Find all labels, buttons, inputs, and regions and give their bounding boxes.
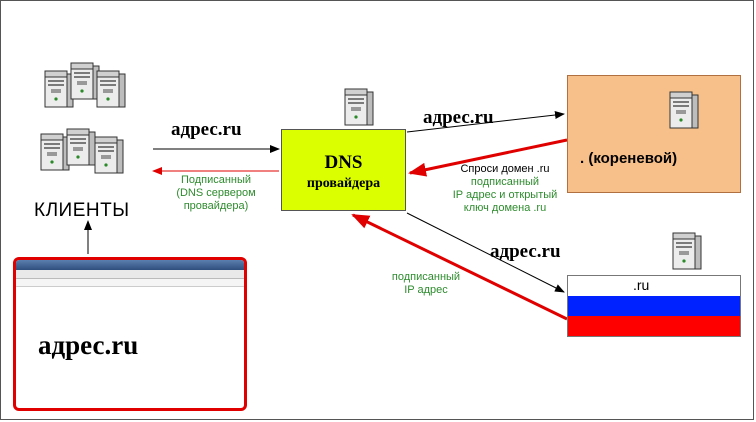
dns-signed-line2: (DNS сервером xyxy=(176,187,256,199)
dns-label: DNS xyxy=(324,152,363,173)
root-server-box: . (кореневой) xyxy=(567,75,741,193)
dns-signed-line3: провайдера) xyxy=(183,200,249,212)
ru-signed-line1: подписанный xyxy=(391,271,461,283)
browser-toolbar xyxy=(16,270,244,279)
root-response-label: Спроси домен .ru подписанный IP адрес и … xyxy=(449,163,561,215)
dns-to-ru-arrow xyxy=(406,212,565,293)
browser-window: адрес.ru xyxy=(13,257,247,411)
dns-to-ru-label: адрес.ru xyxy=(490,241,561,262)
flag-white-stripe xyxy=(568,276,740,296)
dns-to-root-arrow xyxy=(406,111,565,133)
dns-to-root-label: адрес.ru xyxy=(423,107,494,128)
ru-zone-flag xyxy=(567,275,741,337)
flag-red-stripe xyxy=(568,316,740,336)
root-response-line2: подписанный xyxy=(470,176,540,188)
dns-server-icon xyxy=(344,88,374,126)
client-request-label: адрес.ru xyxy=(171,119,242,140)
ru-zone-label: .ru xyxy=(633,277,650,293)
dns-provider-box: DNS провайдера xyxy=(281,129,406,211)
root-response-line3: IP адрес и открытый xyxy=(452,189,558,201)
ru-signed-line2: IP адрес xyxy=(404,284,448,296)
flag-blue-stripe xyxy=(568,296,740,316)
browser-title-bar xyxy=(16,260,244,270)
root-response-line4: ключ домена .ru xyxy=(463,202,547,214)
dns-provider-label: провайдера xyxy=(306,176,381,191)
dns-signed-line1: Подписанный xyxy=(180,174,252,186)
ru-signed-response-label: подписанный IP адрес xyxy=(385,271,467,297)
ru-to-dns-arrow xyxy=(351,213,568,321)
browser-address-text: адрес.ru xyxy=(38,330,139,360)
browser-address-bar xyxy=(16,279,244,287)
client-servers-icon xyxy=(40,62,126,174)
root-server-icon xyxy=(669,91,699,129)
root-label: . (кореневой) xyxy=(580,150,678,167)
ru-server-icon xyxy=(672,232,702,270)
dns-signed-response-label: Подписанный (DNS сервером провайдера) xyxy=(169,174,263,213)
root-to-dns-arrow xyxy=(408,138,568,177)
root-response-line1: Спроси домен .ru xyxy=(460,163,550,175)
clients-label: КЛИЕНТЫ xyxy=(34,200,130,221)
